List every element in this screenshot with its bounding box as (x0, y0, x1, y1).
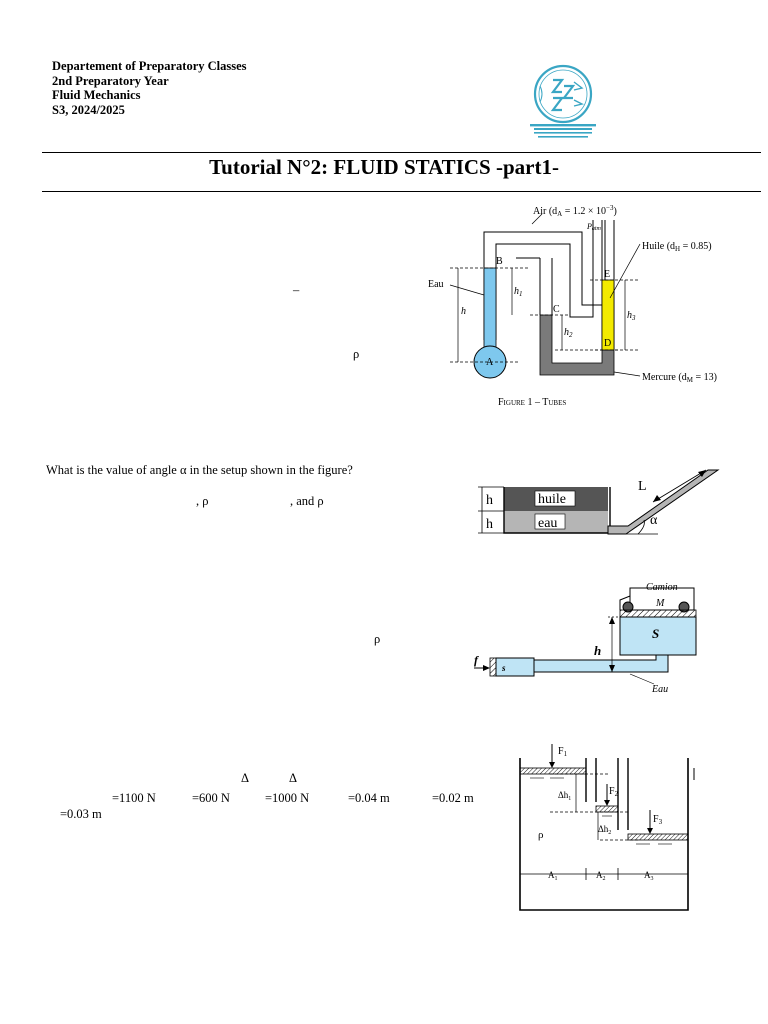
label-big-area: S (652, 626, 659, 641)
ex4-dh-3: =0.03 m (60, 807, 102, 821)
label-small-area: s (501, 663, 506, 673)
point-A: A (486, 357, 494, 368)
title-top-rule (42, 152, 761, 153)
ex1-dash: – (293, 283, 300, 297)
department-header: Departement of Preparatory Classes 2nd P… (52, 59, 247, 117)
svg-text:A3: A3 (644, 870, 654, 882)
ex2-rho-2: , and ρ (290, 494, 324, 508)
tutorial-title: Tutorial N°2: FLUID STATICS -part1- (209, 155, 559, 179)
ex2-h-bottom: h (486, 517, 493, 532)
svg-text:Δh2: Δh2 (598, 824, 611, 836)
svg-text:h3: h3 (627, 310, 636, 322)
svg-text:Δh1: Δh1 (558, 790, 571, 802)
svg-text:h1: h1 (514, 286, 523, 298)
svg-text:A2: A2 (596, 870, 606, 882)
ex4-delta-2: Δ (289, 771, 298, 785)
point-E: E (604, 269, 610, 280)
ex2-label-huile: huile (538, 492, 566, 507)
svg-text:F3: F3 (653, 814, 663, 826)
svg-text:h2: h2 (564, 327, 573, 339)
label-h: h (594, 643, 601, 658)
ex2-label-eau: eau (538, 516, 557, 531)
figure-tubes: Air (dA = 1.2 × 10−3) Patm Huile (dH = 0… (428, 204, 717, 408)
ex3-rho: ρ (374, 632, 381, 646)
ex2-question: What is the value of angle α in the setu… (46, 463, 353, 477)
svg-text:Huile (dH = 0.85): Huile (dH = 0.85) (642, 241, 712, 253)
ex4-delta-1: Δ (241, 771, 250, 785)
header-line-semester: S3, 2024/2025 (52, 102, 125, 117)
svg-text:Air (dA = 1.2 × 10−3): Air (dA = 1.2 × 10−3) (533, 204, 617, 218)
figure-inclined-tube: h h huile eau L α (478, 469, 720, 535)
svg-text:Patm: Patm (586, 222, 602, 232)
ex2-label-L: L (638, 479, 647, 494)
point-D: D (604, 338, 611, 349)
ex2-label-alpha: α (650, 513, 658, 528)
ex4-force-1: =1100 N (112, 791, 156, 805)
figure-hydraulic-lift: Camion M S s h f Eau (474, 582, 697, 695)
figure-stepped-vessel: F1 F2 F3 Δh1 Δh2 ρ A1 A2 A3 (519, 744, 695, 911)
svg-text:F2: F2 (609, 786, 619, 798)
ex1-rho: ρ (353, 347, 360, 361)
ex4-force-2: =600 N (192, 791, 230, 805)
point-C: C (553, 304, 560, 315)
label-eau: Eau (428, 279, 444, 290)
header-line-course: Fluid Mechanics (52, 88, 141, 103)
point-B: B (496, 256, 503, 267)
label-camion: Camion (646, 582, 678, 593)
header-line-department: Departement of Preparatory Classes (52, 59, 247, 73)
label-eau: Eau (651, 684, 668, 695)
figure1-caption: Figure 1 – Tubes (498, 397, 566, 408)
ex4-force-3: =1000 N (265, 791, 310, 805)
label-mass: M (655, 598, 665, 609)
svg-text:A1: A1 (548, 870, 558, 882)
label-rho: ρ (538, 829, 544, 841)
ex2-rho-1: , ρ (196, 494, 209, 508)
title-bottom-rule (42, 191, 761, 192)
school-logo (530, 64, 596, 138)
header-line-year: 2nd Preparatory Year (52, 73, 169, 88)
ex2-h-top: h (486, 493, 493, 508)
ex4-dh-2: =0.02 m (432, 791, 474, 805)
svg-text:F1: F1 (558, 746, 568, 758)
svg-text:Mercure (dM = 13): Mercure (dM = 13) (642, 372, 717, 384)
label-h: h (461, 306, 466, 317)
label-force: f (474, 653, 479, 667)
ex4-dh-1: =0.04 m (348, 791, 390, 805)
